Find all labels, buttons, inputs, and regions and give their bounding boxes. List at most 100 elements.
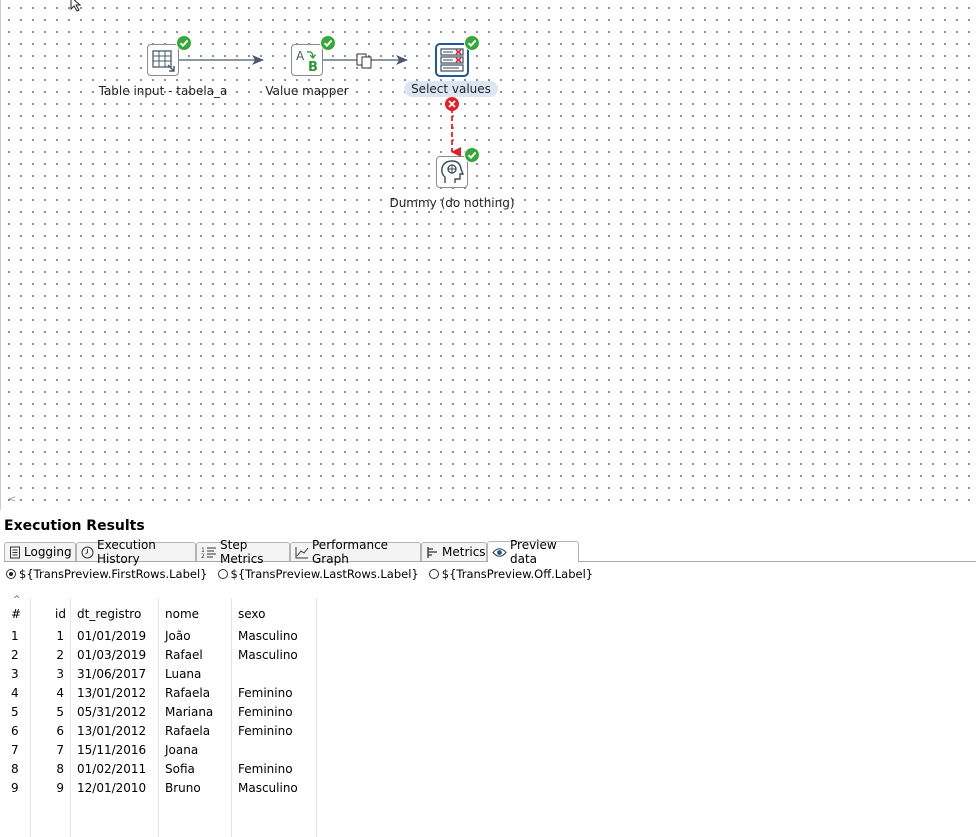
- cell-sexo: Feminino: [238, 686, 293, 700]
- radio-button[interactable]: [217, 569, 228, 579]
- execution-results-panel: Execution Results Logging Execution Hist…: [0, 512, 976, 837]
- mouse-cursor-icon: [70, 0, 82, 12]
- cell-id: 3: [56, 667, 64, 681]
- column-divider: [158, 598, 159, 837]
- preview-mode-radio-group: ${TransPreview.FirstRows.Label} ${TransP…: [6, 567, 593, 581]
- step-dummy[interactable]: [436, 156, 468, 188]
- cell-id: 6: [56, 724, 64, 738]
- radio-off[interactable]: ${TransPreview.Off.Label}: [428, 567, 594, 581]
- step-select-values[interactable]: [435, 43, 469, 77]
- tab-logging[interactable]: Logging: [4, 542, 76, 561]
- tab-performance-graph-label: Performance Graph: [312, 538, 389, 566]
- cell-sexo: Feminino: [238, 762, 293, 776]
- radio-button-selected[interactable]: [6, 569, 16, 579]
- tab-execution-history-label: Execution History: [97, 538, 156, 566]
- cell-nome: Rafaela: [165, 724, 211, 738]
- radio-first-rows[interactable]: ${TransPreview.FirstRows.Label}: [6, 567, 208, 581]
- radio-last-rows-label: ${TransPreview.LastRows.Label}: [230, 567, 419, 581]
- cell-row-number: 3: [11, 667, 19, 681]
- tab-logging-label: Logging: [24, 545, 72, 559]
- cell-sexo: Masculino: [238, 629, 298, 643]
- tab-execution-history[interactable]: Execution History: [76, 538, 196, 566]
- value-mapper-icon: A B: [296, 49, 318, 75]
- cell-sexo: Feminino: [238, 724, 293, 738]
- cell-row-number: 6: [11, 724, 19, 738]
- radio-button[interactable]: [428, 569, 439, 579]
- cell-id: 1: [56, 629, 64, 643]
- cell-row-number: 1: [11, 629, 19, 643]
- eye-icon: [492, 547, 507, 557]
- cell-nome: Luana: [165, 667, 202, 681]
- cell-id: 2: [56, 648, 64, 662]
- column-header-nome[interactable]: nome: [165, 607, 200, 621]
- cell-dt-registro: 13/01/2012: [77, 686, 147, 700]
- logging-icon: [10, 546, 20, 558]
- cell-row-number: 8: [11, 762, 19, 776]
- step-table-input[interactable]: [147, 44, 179, 76]
- cell-nome: Rafael: [165, 648, 203, 662]
- tab-preview-data-label: Preview data: [510, 538, 557, 566]
- cell-nome: Sofia: [165, 762, 195, 776]
- column-header-row-number[interactable]: #: [11, 607, 22, 621]
- svg-text:A: A: [296, 49, 305, 63]
- radio-first-rows-label: ${TransPreview.FirstRows.Label}: [19, 567, 208, 581]
- cell-nome: Bruno: [165, 781, 201, 795]
- column-header-sexo[interactable]: sexo: [238, 607, 266, 621]
- tab-metrics[interactable]: Metrics: [421, 542, 487, 561]
- cell-dt-registro: 05/31/2012: [77, 705, 147, 719]
- metrics-icon: [427, 546, 437, 558]
- radio-last-rows[interactable]: ${TransPreview.LastRows.Label}: [217, 567, 419, 581]
- cell-nome: Joana: [165, 743, 199, 757]
- cell-row-number: 5: [11, 705, 19, 719]
- error-hop-icon[interactable]: [445, 97, 459, 111]
- radio-off-label: ${TransPreview.Off.Label}: [441, 567, 594, 581]
- line-graph-icon: [295, 546, 309, 558]
- cell-id: 4: [56, 686, 64, 700]
- sort-arrow-icon[interactable]: ^: [13, 595, 21, 605]
- svg-text:B: B: [308, 60, 318, 75]
- step-value-mapper[interactable]: A B: [291, 44, 323, 76]
- tab-performance-graph[interactable]: Performance Graph: [290, 538, 421, 566]
- table-input-icon: [152, 50, 175, 72]
- cell-id: 7: [56, 743, 64, 757]
- dummy-head-icon: [441, 160, 465, 183]
- cell-sexo: Masculino: [238, 648, 298, 662]
- cell-dt-registro: 31/06/2017: [77, 667, 147, 681]
- execution-results-title: Execution Results: [4, 518, 145, 534]
- column-divider: [231, 598, 232, 837]
- svg-text:1: 1: [201, 547, 205, 554]
- cell-dt-registro: 01/02/2011: [77, 762, 147, 776]
- tab-metrics-label: Metrics: [442, 545, 486, 559]
- transformation-canvas[interactable]: Table input - tabela_a A B Value mapper …: [0, 0, 976, 510]
- cell-row-number: 7: [11, 743, 19, 757]
- clock-icon: [81, 546, 94, 558]
- success-check-icon: [464, 147, 480, 163]
- cell-id: 5: [56, 705, 64, 719]
- cell-dt-registro: 12/01/2010: [77, 781, 147, 795]
- tab-step-metrics-label: Step Metrics: [220, 538, 264, 566]
- column-divider: [316, 598, 317, 837]
- cell-row-number: 9: [11, 781, 19, 795]
- step-label-dummy: Dummy (do nothing): [389, 196, 515, 210]
- tab-preview-data[interactable]: Preview data: [487, 538, 579, 566]
- cell-id: 8: [56, 762, 64, 776]
- cell-sexo: Feminino: [238, 705, 293, 719]
- column-header-dt-registro[interactable]: dt_registro: [77, 607, 142, 621]
- step-label-table-input: Table input - tabela_a: [98, 84, 228, 98]
- select-values-icon: [440, 48, 464, 72]
- step-label-select-values: Select values: [404, 81, 498, 97]
- success-check-icon: [176, 35, 192, 51]
- success-check-icon: [464, 35, 480, 51]
- cell-nome: Rafaela: [165, 686, 211, 700]
- cell-id: 9: [56, 781, 64, 795]
- hops-layer: [179, 53, 461, 157]
- cell-dt-registro: 15/11/2016: [77, 743, 147, 757]
- step-metrics-icon: 12: [201, 547, 216, 559]
- scroll-left-arrow-icon[interactable]: <: [8, 494, 17, 505]
- cell-dt-registro: 13/01/2012: [77, 724, 147, 738]
- copy-rows-icon: [356, 53, 372, 69]
- column-header-id[interactable]: id: [55, 607, 66, 621]
- cell-row-number: 4: [11, 686, 19, 700]
